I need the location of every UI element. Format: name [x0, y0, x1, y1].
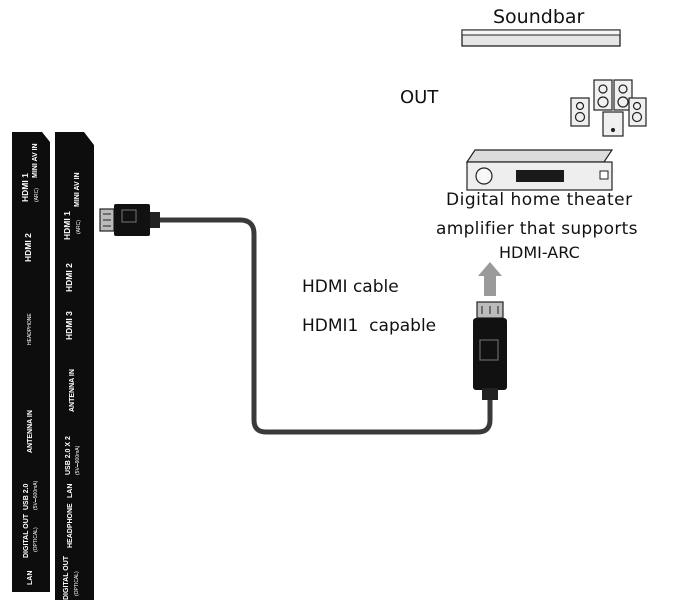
hdmi-plug-icon	[99, 204, 160, 236]
tv-panel-right: MINI AV IN HDMI 1 (ARC) HDMI 2 HDMI 3 AN…	[55, 132, 94, 600]
speaker-set-icon	[570, 79, 647, 137]
svg-text:HDMI 2: HDMI 2	[64, 263, 74, 292]
hdmi-cable-line	[157, 217, 493, 435]
svg-text:USB 2.0 X 2: USB 2.0 X 2	[65, 436, 72, 475]
hdmi-cable-label: HDMI cable	[302, 277, 399, 297]
svg-text:HDMI 1: HDMI 1	[20, 173, 30, 202]
svg-text:LAN: LAN	[27, 571, 34, 585]
soundbar-label: Soundbar	[493, 6, 585, 28]
svg-text:MINI AV IN: MINI AV IN	[74, 172, 81, 207]
svg-text:ANTENNA IN: ANTENNA IN	[69, 369, 76, 412]
soundbar-icon	[461, 29, 621, 47]
hdmi1-capable-label: HDMI1 capable	[302, 316, 437, 336]
svg-text:(5V⎓900mA): (5V⎓900mA)	[75, 445, 81, 475]
svg-text:USB 2.0: USB 2.0	[23, 483, 30, 510]
svg-text:(ARC): (ARC)	[76, 220, 82, 234]
amplifier-label-line1: Digital home theater	[446, 190, 633, 210]
out-label: OUT	[400, 87, 439, 108]
up-arrow-icon	[478, 262, 502, 296]
svg-text:MINI AV IN: MINI AV IN	[32, 143, 39, 178]
svg-text:(5V⎓500mA): (5V⎓500mA)	[33, 480, 39, 510]
svg-text:(OPTICAL): (OPTICAL)	[74, 571, 80, 596]
svg-text:HEADPHONE: HEADPHONE	[67, 503, 74, 548]
svg-text:DIGITAL OUT: DIGITAL OUT	[23, 513, 30, 558]
svg-text:HEADPHONE: HEADPHONE	[27, 313, 33, 345]
svg-text:LAN: LAN	[67, 484, 74, 498]
hdmi-plug-icon-right	[473, 301, 507, 400]
svg-text:DIGITAL OUT: DIGITAL OUT	[63, 555, 70, 600]
amplifier-label-line2: amplifier that supports	[436, 219, 638, 239]
svg-text:HDMI 2: HDMI 2	[23, 233, 33, 262]
tv-panel-left: MINI AV IN HDMI 1 (ARC) HDMI 2 HEADPHONE…	[12, 132, 50, 592]
svg-text:ANTENNA IN: ANTENNA IN	[27, 410, 34, 453]
svg-text:(OPTICAL): (OPTICAL)	[33, 527, 39, 552]
amplifier-icon	[465, 149, 614, 191]
svg-text:HDMI 1: HDMI 1	[62, 211, 72, 240]
svg-text:HDMI 3: HDMI 3	[64, 311, 74, 340]
svg-text:(ARC): (ARC)	[34, 188, 40, 202]
amplifier-label-line3: HDMI-ARC	[499, 243, 580, 262]
